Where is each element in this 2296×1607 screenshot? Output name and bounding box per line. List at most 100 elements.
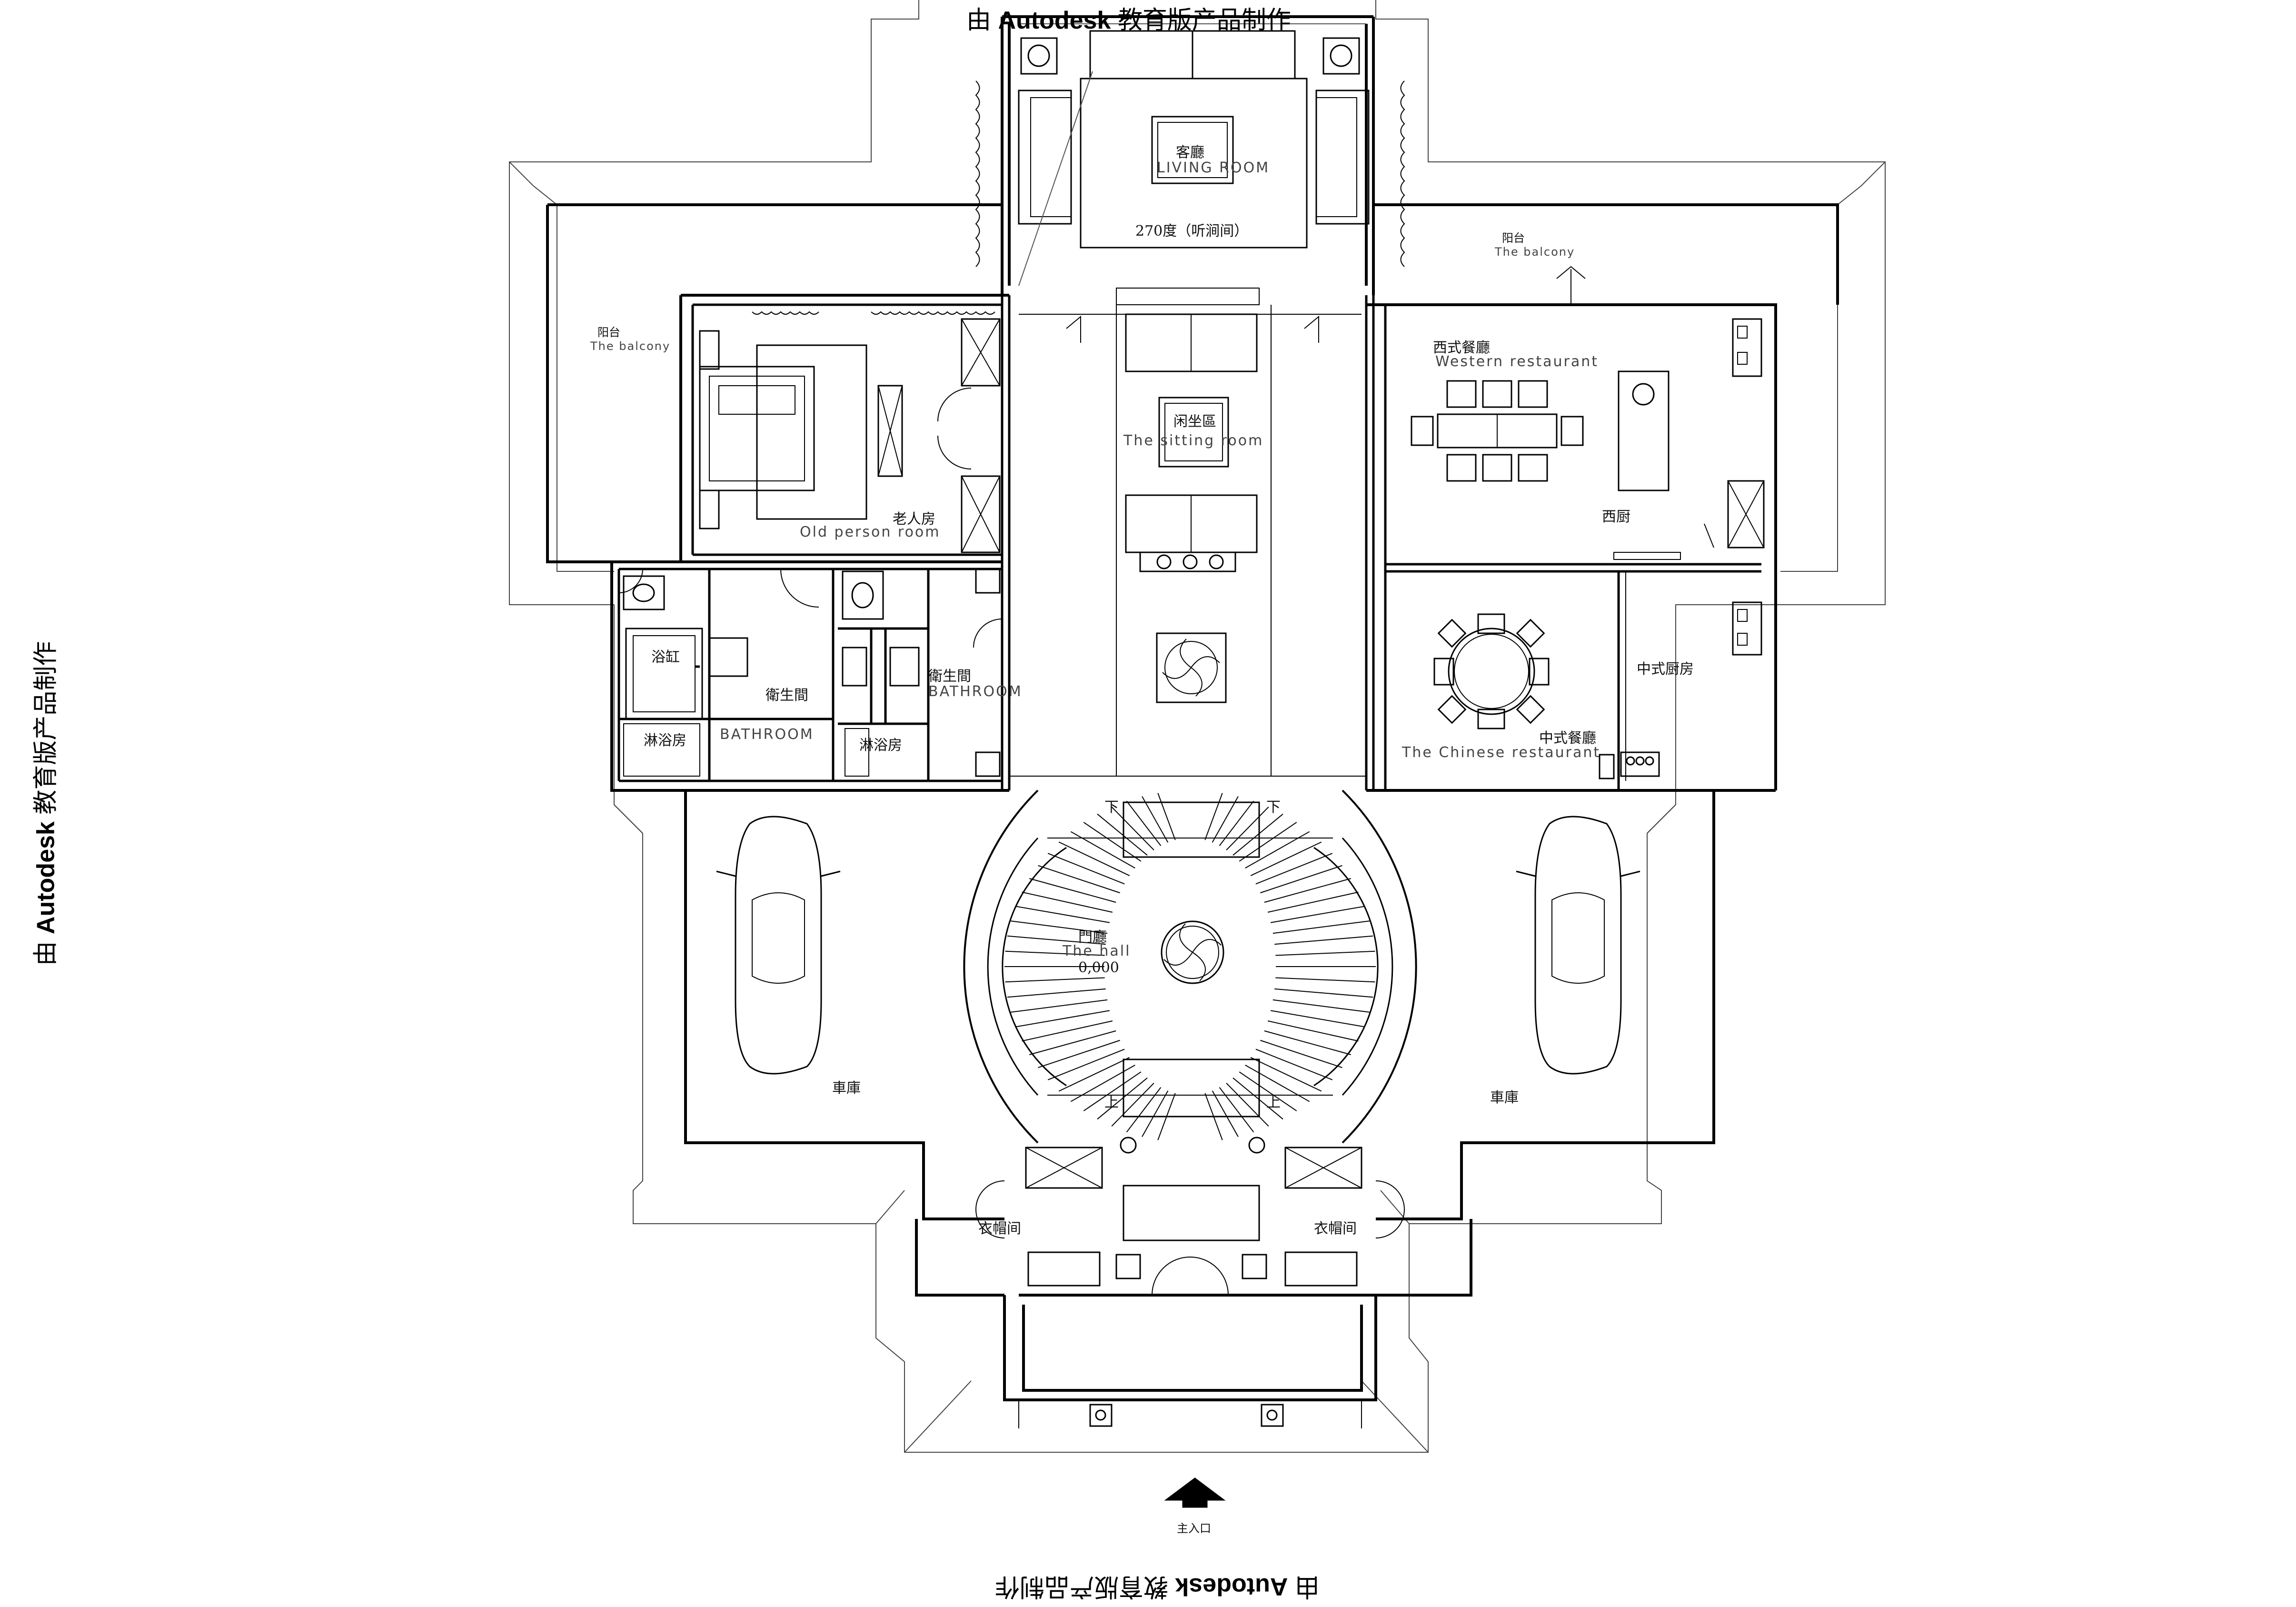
stair-tread — [1112, 807, 1154, 850]
western-restaurant-furniture — [1411, 319, 1764, 559]
entrance-porch — [976, 1148, 1404, 1428]
stair-tread — [1220, 1088, 1254, 1132]
chinese-restaurant-label-cn: 中式餐廳 — [1539, 730, 1596, 747]
stair-tread — [1256, 1049, 1332, 1080]
interior-walls — [619, 295, 1761, 790]
watermark-top: 由 Autodesk 教育版产品制作 — [966, 7, 1291, 34]
stair-tread — [1268, 892, 1358, 912]
stair-tread — [1097, 1078, 1147, 1119]
living-room-note: 270度（听涧间） — [1135, 223, 1249, 240]
living-room-furniture — [976, 24, 1404, 286]
main-entrance-label: 主入口 — [1177, 1522, 1211, 1535]
watermark-left: 由 Autodesk 教育版产品制作 — [32, 641, 60, 966]
garage-left-label: 車庫 — [832, 1080, 861, 1097]
stair-tread — [1005, 951, 1104, 956]
stair-tread — [1022, 892, 1113, 912]
old-person-room-label-en: Old person room — [800, 524, 941, 540]
stair-tread — [1268, 1021, 1358, 1041]
stair-tread — [1273, 921, 1370, 933]
hall-stairs — [964, 790, 1416, 1240]
stair-tread — [1029, 1031, 1116, 1055]
stair-tread — [1142, 797, 1168, 843]
watermark-bottom: 由 Autodesk 教育版产品制作 — [995, 1573, 1320, 1600]
stair-tread — [1256, 853, 1332, 884]
sitting-room-label-cn: 闲坐區 — [1173, 413, 1216, 430]
stair-tread — [1016, 906, 1110, 922]
stair-tread — [1271, 906, 1364, 922]
bathtub-label: 浴缸 — [651, 649, 680, 666]
stair-tread — [1022, 1021, 1113, 1041]
stair-tread — [1205, 793, 1222, 840]
stair-tread — [1059, 842, 1129, 876]
stair-up-label-right: 上 — [1266, 1094, 1281, 1111]
hall-level-label: 0,000 — [1078, 959, 1119, 976]
stair-tread — [1226, 1083, 1269, 1127]
bathroom-left-label-cn: 衛生間 — [765, 687, 808, 704]
stair-tread — [1275, 978, 1375, 982]
western-kitchen-label: 西厨 — [1602, 509, 1630, 525]
stair-tread — [1239, 1072, 1296, 1111]
stair-tread — [1275, 951, 1375, 956]
balcony-right-label-en: The balcony — [1495, 245, 1575, 259]
stair-tread — [1158, 793, 1175, 840]
stair-tread — [1264, 878, 1351, 902]
sitting-room-label-en: The sitting room — [1123, 432, 1264, 449]
entrance-arrow-icon — [1166, 1478, 1223, 1507]
stair-tread — [1083, 1072, 1141, 1111]
stair-down-label-left: 下 — [1104, 799, 1119, 816]
stair-tread — [1097, 814, 1147, 856]
balcony-left-label-cn: 阳台 — [597, 326, 620, 339]
sitting-room-furniture — [1009, 267, 1585, 776]
stair-tread — [1251, 1058, 1321, 1091]
stair-tread — [1038, 866, 1120, 893]
bathroom-left-label-en: BATHROOM — [720, 726, 814, 743]
stair-tread — [1273, 1000, 1370, 1012]
western-restaurant-label-en: Western restaurant — [1435, 353, 1599, 370]
stair-tread — [1260, 1040, 1342, 1068]
chinese-kitchen-label: 中式厨房 — [1637, 661, 1694, 678]
stair-tread — [1011, 921, 1107, 933]
stair-tread — [1239, 822, 1296, 861]
stair-tread — [1245, 832, 1310, 868]
stair-tread — [1005, 978, 1104, 982]
exterior-walls — [547, 17, 1838, 1400]
roof-outline — [509, 0, 1885, 1452]
bedroom-furniture — [700, 312, 1000, 552]
closet-left-label: 衣帽间 — [978, 1220, 1021, 1237]
stair-tread — [1274, 989, 1373, 997]
stair-tread — [1083, 822, 1141, 861]
garage-right-label: 車庫 — [1490, 1089, 1519, 1106]
old-person-room-label-cn: 老人房 — [893, 511, 935, 528]
stair-tread — [1112, 1083, 1154, 1127]
stair-tread — [1213, 797, 1238, 843]
stair-tread — [1007, 936, 1106, 944]
living-room-label-cn: 客廳 — [1176, 144, 1204, 161]
bathroom-mid-label-cn: 衛生間 — [928, 668, 971, 685]
stair-tread — [1220, 801, 1254, 846]
chinese-restaurant-furniture — [1434, 571, 1761, 781]
stair-tread — [1011, 1000, 1107, 1012]
stair-down-label-right: 下 — [1266, 799, 1281, 816]
hall-label-cn: 門廳 — [1078, 929, 1107, 946]
balcony-right-label-cn: 阳台 — [1502, 231, 1525, 245]
living-room-label-en: LIVING ROOM — [1157, 160, 1270, 176]
closet-right-label: 衣帽间 — [1314, 1220, 1357, 1237]
shower-left-label: 淋浴房 — [644, 732, 686, 749]
stair-tread — [1213, 1091, 1238, 1137]
stair-tread — [1071, 1065, 1135, 1102]
stair-tread — [1142, 1091, 1168, 1137]
stair-tread — [1226, 807, 1269, 850]
stair-tread — [1260, 866, 1342, 893]
stair-tread — [1029, 878, 1116, 902]
stair-up-label-left: 上 — [1104, 1094, 1119, 1111]
stair-tread — [1251, 842, 1321, 876]
chinese-restaurant-label-en: The Chinese restaurant — [1402, 744, 1601, 761]
stair-tread — [1071, 832, 1135, 868]
stair-tread — [1233, 1078, 1283, 1119]
stair-tread — [1016, 1010, 1110, 1027]
shower-mid-label: 淋浴房 — [859, 737, 902, 754]
stair-tread — [1245, 1065, 1310, 1102]
balcony-left-label-en: The balcony — [590, 339, 671, 353]
stair-tread — [1271, 1010, 1364, 1027]
